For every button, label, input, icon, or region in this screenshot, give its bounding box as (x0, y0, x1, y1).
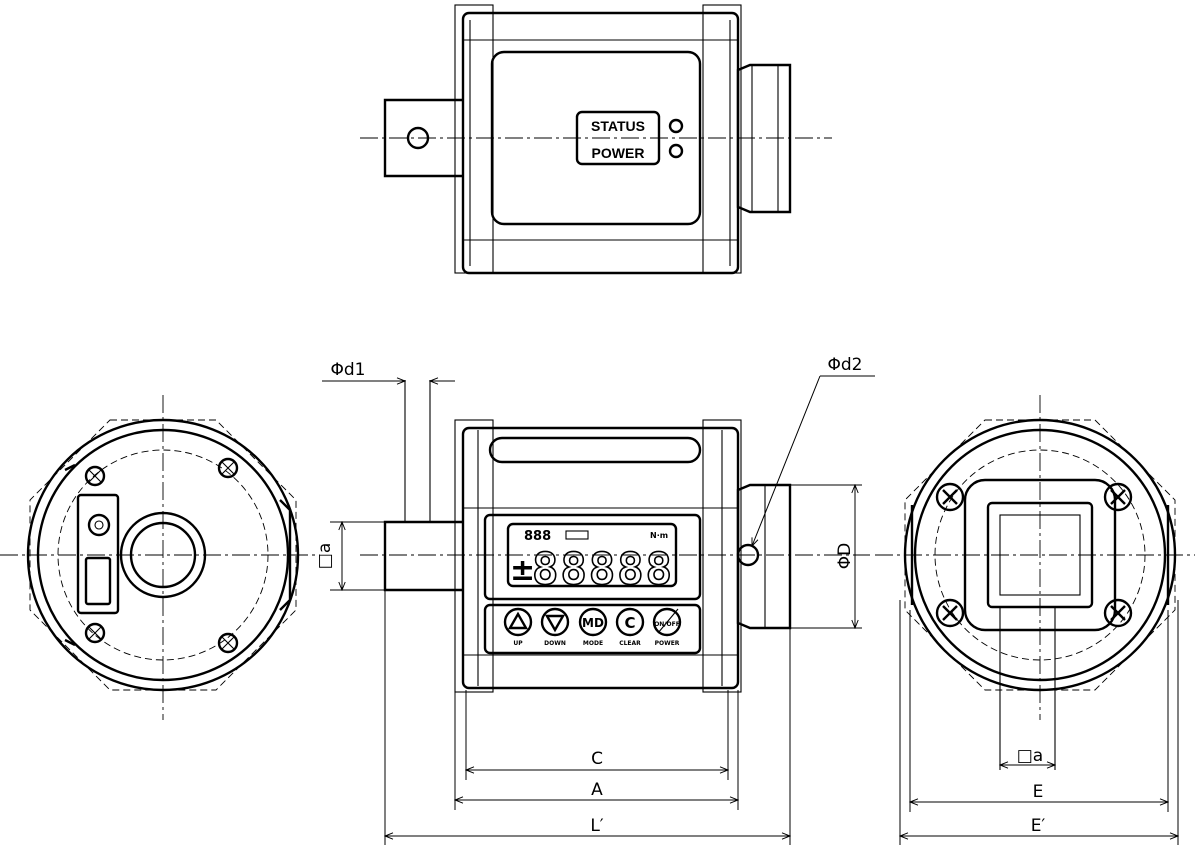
lcd-sign: ± (510, 553, 535, 588)
dim-E: E (1033, 782, 1044, 802)
screw-icon (1103, 482, 1133, 512)
clear-button[interactable]: C CLEAR (615, 607, 645, 647)
screw-icon (84, 622, 106, 644)
dim-d1: Φd1 (331, 360, 366, 380)
svg-text:UP: UP (513, 640, 523, 647)
pin-hole (736, 543, 760, 567)
svg-text:MODE: MODE (583, 640, 603, 647)
screw-icon (217, 457, 239, 479)
dim-a-left: □a (315, 543, 335, 569)
front-view: 888 N·m ± 88888 UP DOWN MD MODE C CLEAR ON… (360, 380, 870, 693)
screw-icon (1103, 598, 1133, 628)
svg-text:CLEAR: CLEAR (619, 640, 641, 647)
dim-C: C (591, 749, 603, 769)
top-view: STATUS POWER (360, 4, 832, 275)
lcd-main-digits: 88888 (532, 544, 672, 595)
power-label: POWER (592, 145, 645, 161)
dim-L: L′ (590, 816, 603, 836)
dim-D: ΦD (835, 543, 855, 569)
screw-icon (935, 598, 965, 628)
dimensions: C A L′ E E′ □a □a ΦD Φd1 Φd2 (315, 355, 1178, 845)
down-button[interactable]: DOWN (540, 607, 570, 647)
indicator-panel (575, 110, 661, 166)
left-view (0, 395, 320, 720)
svg-text:POWER: POWER (655, 640, 680, 647)
lcd-small-digits: 888 (524, 529, 551, 544)
up-button[interactable]: UP (503, 607, 533, 647)
power-button[interactable]: ON/OFF POWER (652, 607, 682, 647)
usb-port-icon (84, 556, 112, 606)
right-view (875, 395, 1195, 770)
lcd-display (483, 513, 702, 601)
status-led-icon (668, 118, 684, 134)
screw-icon (217, 632, 239, 654)
button-panel (483, 603, 702, 655)
svg-text:ON/OFF: ON/OFF (654, 621, 680, 628)
dim-A: A (591, 780, 603, 800)
dim-a-right: □a (1017, 746, 1043, 766)
screw-icon (935, 482, 965, 512)
screw-icon (84, 465, 106, 487)
svg-text:MD: MD (582, 616, 604, 630)
status-label: STATUS (591, 118, 645, 134)
svg-text:C: C (624, 614, 635, 632)
power-led-icon (668, 143, 684, 159)
dim-d2: Φd2 (828, 355, 863, 375)
battery-icon (565, 530, 589, 540)
lcd-unit: N·m (650, 531, 668, 540)
dim-E-prime: E′ (1031, 816, 1046, 836)
svg-text:DOWN: DOWN (544, 640, 566, 647)
mode-button[interactable]: MD MODE (578, 607, 608, 647)
